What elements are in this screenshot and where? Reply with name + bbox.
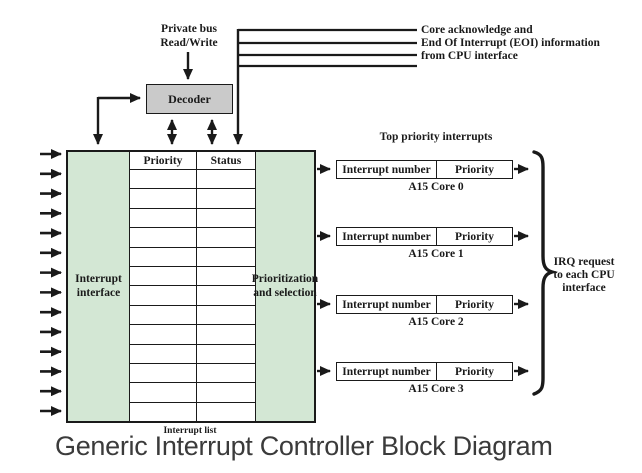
table-row	[130, 286, 255, 306]
table-row	[130, 208, 255, 229]
table-row	[130, 189, 255, 209]
priority-cell	[130, 228, 197, 247]
priority-cell-2: Priority	[455, 298, 494, 311]
table-row	[130, 266, 255, 287]
interrupt-table-body	[130, 170, 255, 422]
priority-cell	[130, 325, 197, 344]
priority-column-header: Priority	[130, 152, 197, 169]
core-connector-arrows	[317, 164, 529, 376]
core-box-2: Interrupt number Priority	[336, 295, 513, 314]
decoder-box: Decoder	[146, 84, 233, 114]
table-row	[130, 247, 255, 267]
top-priority-label: Top priority interrupts	[379, 131, 493, 143]
interrupt-input-arrows	[40, 149, 62, 416]
prioritization-label: Prioritization and selection	[251, 273, 319, 299]
private-bus-label: Private bus Read/Write	[160, 23, 218, 49]
table-row	[130, 383, 255, 403]
decoder-label: Decoder	[168, 91, 211, 106]
core-box-1: Interrupt number Priority	[336, 227, 513, 246]
table-row	[130, 344, 255, 364]
core-label-1: A15 Core 1	[408, 248, 464, 260]
priority-cell	[130, 383, 197, 402]
status-cell	[197, 364, 255, 382]
status-cell	[197, 189, 255, 207]
status-cell	[197, 286, 255, 304]
priority-cell	[130, 286, 197, 305]
status-cell	[197, 345, 255, 363]
priority-cell	[130, 266, 197, 286]
cpu-info-label: Core acknowledge and End Of Interrupt (E…	[421, 24, 600, 62]
priority-cell-1: Priority	[455, 230, 494, 243]
interrupt-number-cell-1: Interrupt number	[337, 228, 437, 245]
table-row	[130, 305, 255, 326]
table-header-row: Priority Status	[130, 152, 255, 170]
table-row	[130, 228, 255, 248]
interrupt-interface-label: Interrupt interface	[75, 273, 122, 299]
status-cell	[197, 403, 255, 421]
core-label-2: A15 Core 2	[408, 316, 464, 328]
status-cell	[197, 170, 255, 188]
priority-cell-3: Priority	[455, 365, 494, 378]
status-cell	[197, 228, 255, 246]
status-cell	[197, 267, 255, 285]
interrupt-controller-block: Interrupt interface Priority Status Prio…	[66, 150, 318, 423]
priority-cell	[130, 247, 197, 266]
priority-cell	[130, 189, 197, 208]
priority-cell-0: Priority	[455, 163, 494, 176]
status-column-header: Status	[210, 154, 242, 167]
interrupt-number-cell-0: Interrupt number	[337, 161, 437, 178]
status-cell	[197, 383, 255, 401]
priority-cell	[130, 363, 197, 383]
irq-request-label: IRQ request to each CPU interface	[553, 256, 615, 294]
priority-cell	[130, 344, 197, 363]
priority-cell	[130, 305, 197, 325]
interrupt-interface-column: Interrupt interface	[68, 152, 130, 421]
diagram-title: Generic Interrupt Controller Block Diagr…	[55, 431, 553, 461]
table-row	[130, 325, 255, 345]
table-row	[130, 170, 255, 190]
core-box-0: Interrupt number Priority	[336, 160, 513, 179]
interrupt-list-caption: Interrupt list	[163, 426, 217, 436]
core-box-3: Interrupt number Priority	[336, 362, 513, 381]
priority-cell	[130, 170, 197, 189]
core-label-3: A15 Core 3	[408, 383, 464, 395]
cpu-bus-lines	[238, 28, 417, 68]
status-cell	[197, 209, 255, 227]
table-row	[130, 402, 255, 422]
interrupt-number-cell-2: Interrupt number	[337, 296, 437, 313]
table-row	[130, 363, 255, 384]
priority-cell	[130, 402, 197, 422]
status-cell	[197, 325, 255, 343]
interrupt-list-table: Priority Status	[130, 152, 255, 422]
interrupt-number-cell-3: Interrupt number	[337, 363, 437, 380]
priority-cell	[130, 208, 197, 228]
core-label-0: A15 Core 0	[408, 181, 464, 193]
prioritization-column: Prioritization and selection	[252, 152, 318, 421]
status-cell	[197, 306, 255, 324]
status-cell	[197, 248, 255, 266]
